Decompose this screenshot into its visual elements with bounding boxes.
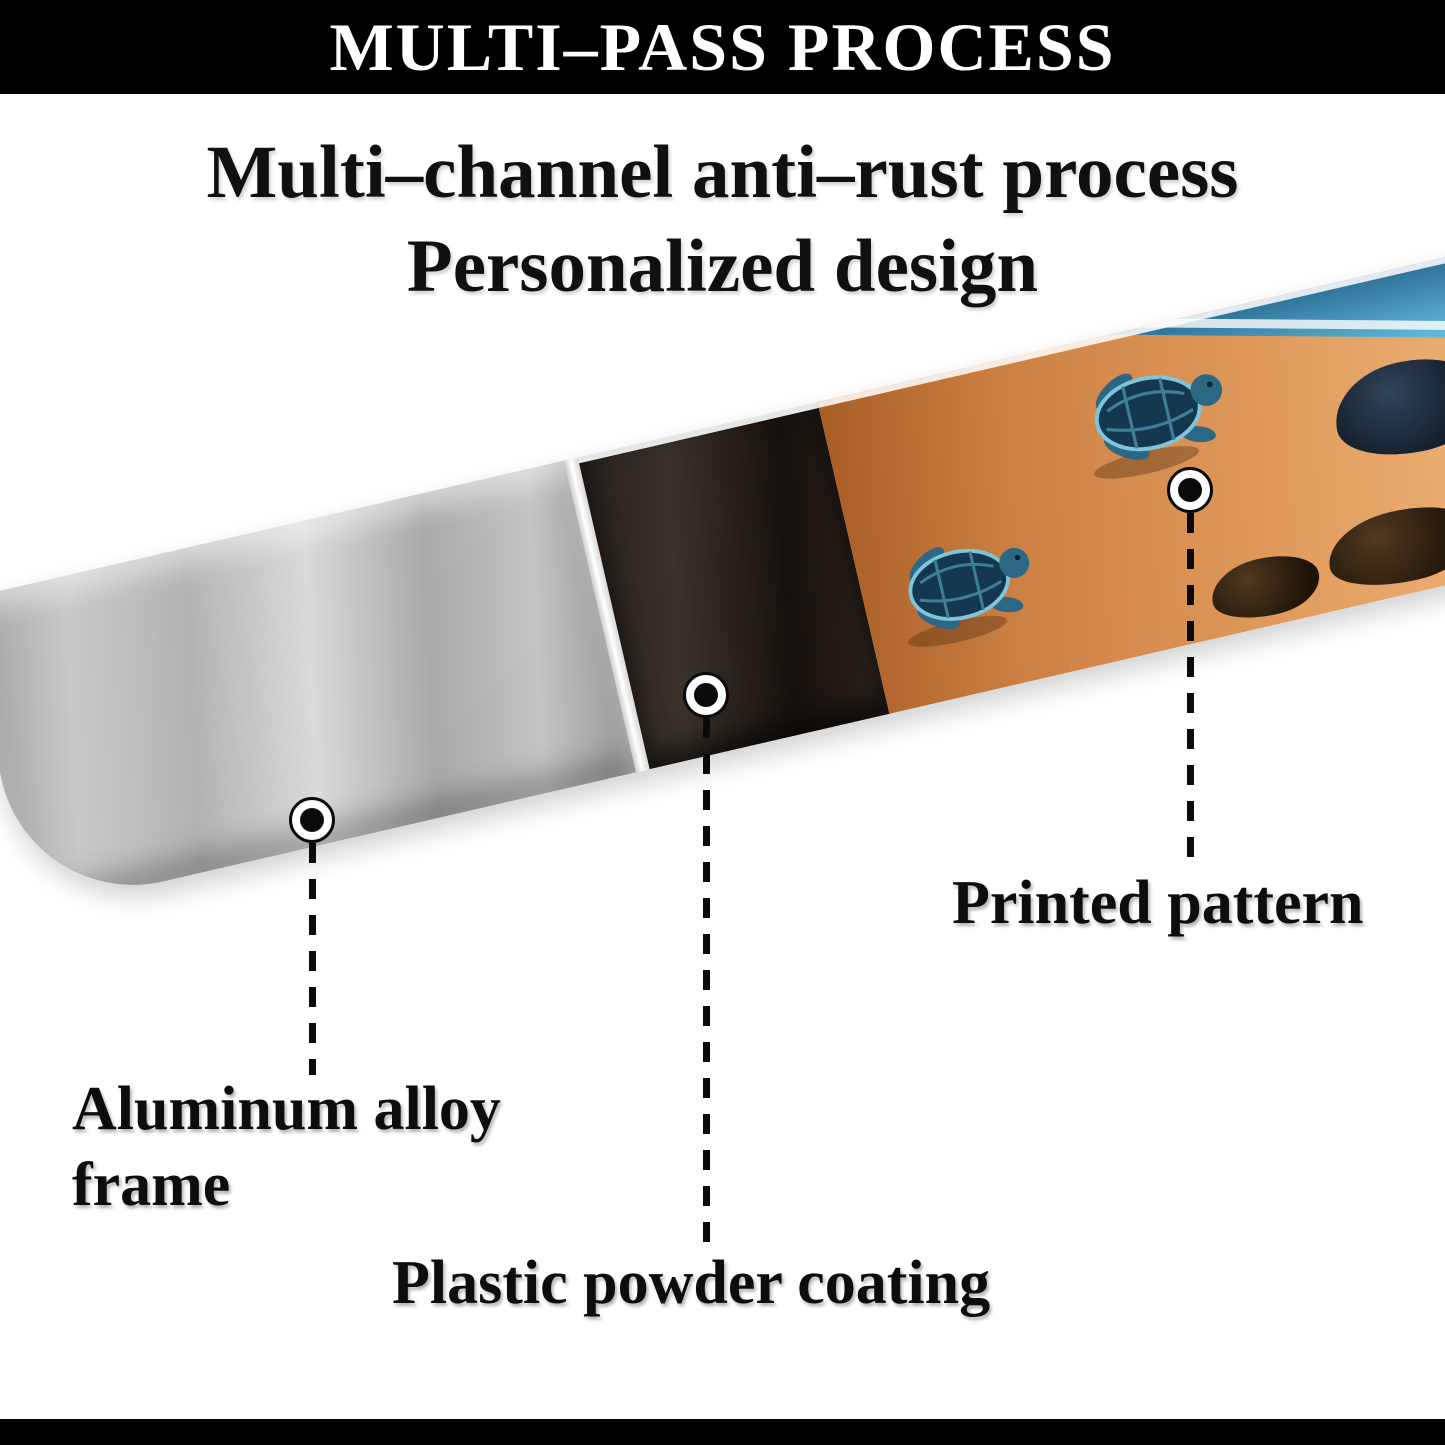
callout-dot-coating xyxy=(683,672,729,718)
subtitle: Multi–channel anti–rust process Personal… xyxy=(0,126,1445,314)
callout-dot-core xyxy=(694,683,718,707)
callout-dot-core xyxy=(300,808,324,832)
label-aluminum-alloy-frame: Aluminum alloy frame xyxy=(72,1072,501,1223)
license-plate-frame-band xyxy=(0,213,1445,912)
callout-dot-printed xyxy=(1167,467,1213,513)
label-aluminum-line2: frame xyxy=(72,1150,231,1219)
callout-dot-core xyxy=(1178,478,1202,502)
label-plastic-powder-coating: Plastic powder coating xyxy=(392,1249,991,1317)
leader-line-aluminum xyxy=(309,843,316,1075)
sea-turtle-icon xyxy=(861,505,1063,662)
rock xyxy=(1205,546,1326,628)
leader-line-coating xyxy=(703,718,710,1246)
callout-dot-aluminum xyxy=(289,797,335,843)
rock xyxy=(1320,494,1445,599)
aluminum-frame-layer xyxy=(0,460,637,912)
sea-turtle-icon xyxy=(1045,329,1259,495)
rock xyxy=(1325,345,1445,469)
leader-line-printed xyxy=(1187,513,1194,869)
label-aluminum-line1: Aluminum alloy xyxy=(72,1075,501,1143)
subtitle-line2: Personalized design xyxy=(406,224,1039,308)
header-bar: MULTI–PASS PROCESS xyxy=(0,0,1445,94)
footer-bar xyxy=(0,1419,1445,1445)
printed-pattern-layer xyxy=(817,213,1445,714)
subtitle-line1: Multi–channel anti–rust process xyxy=(206,131,1239,214)
header-title: MULTI–PASS PROCESS xyxy=(329,8,1116,85)
label-printed-pattern: Printed pattern xyxy=(952,869,1364,937)
